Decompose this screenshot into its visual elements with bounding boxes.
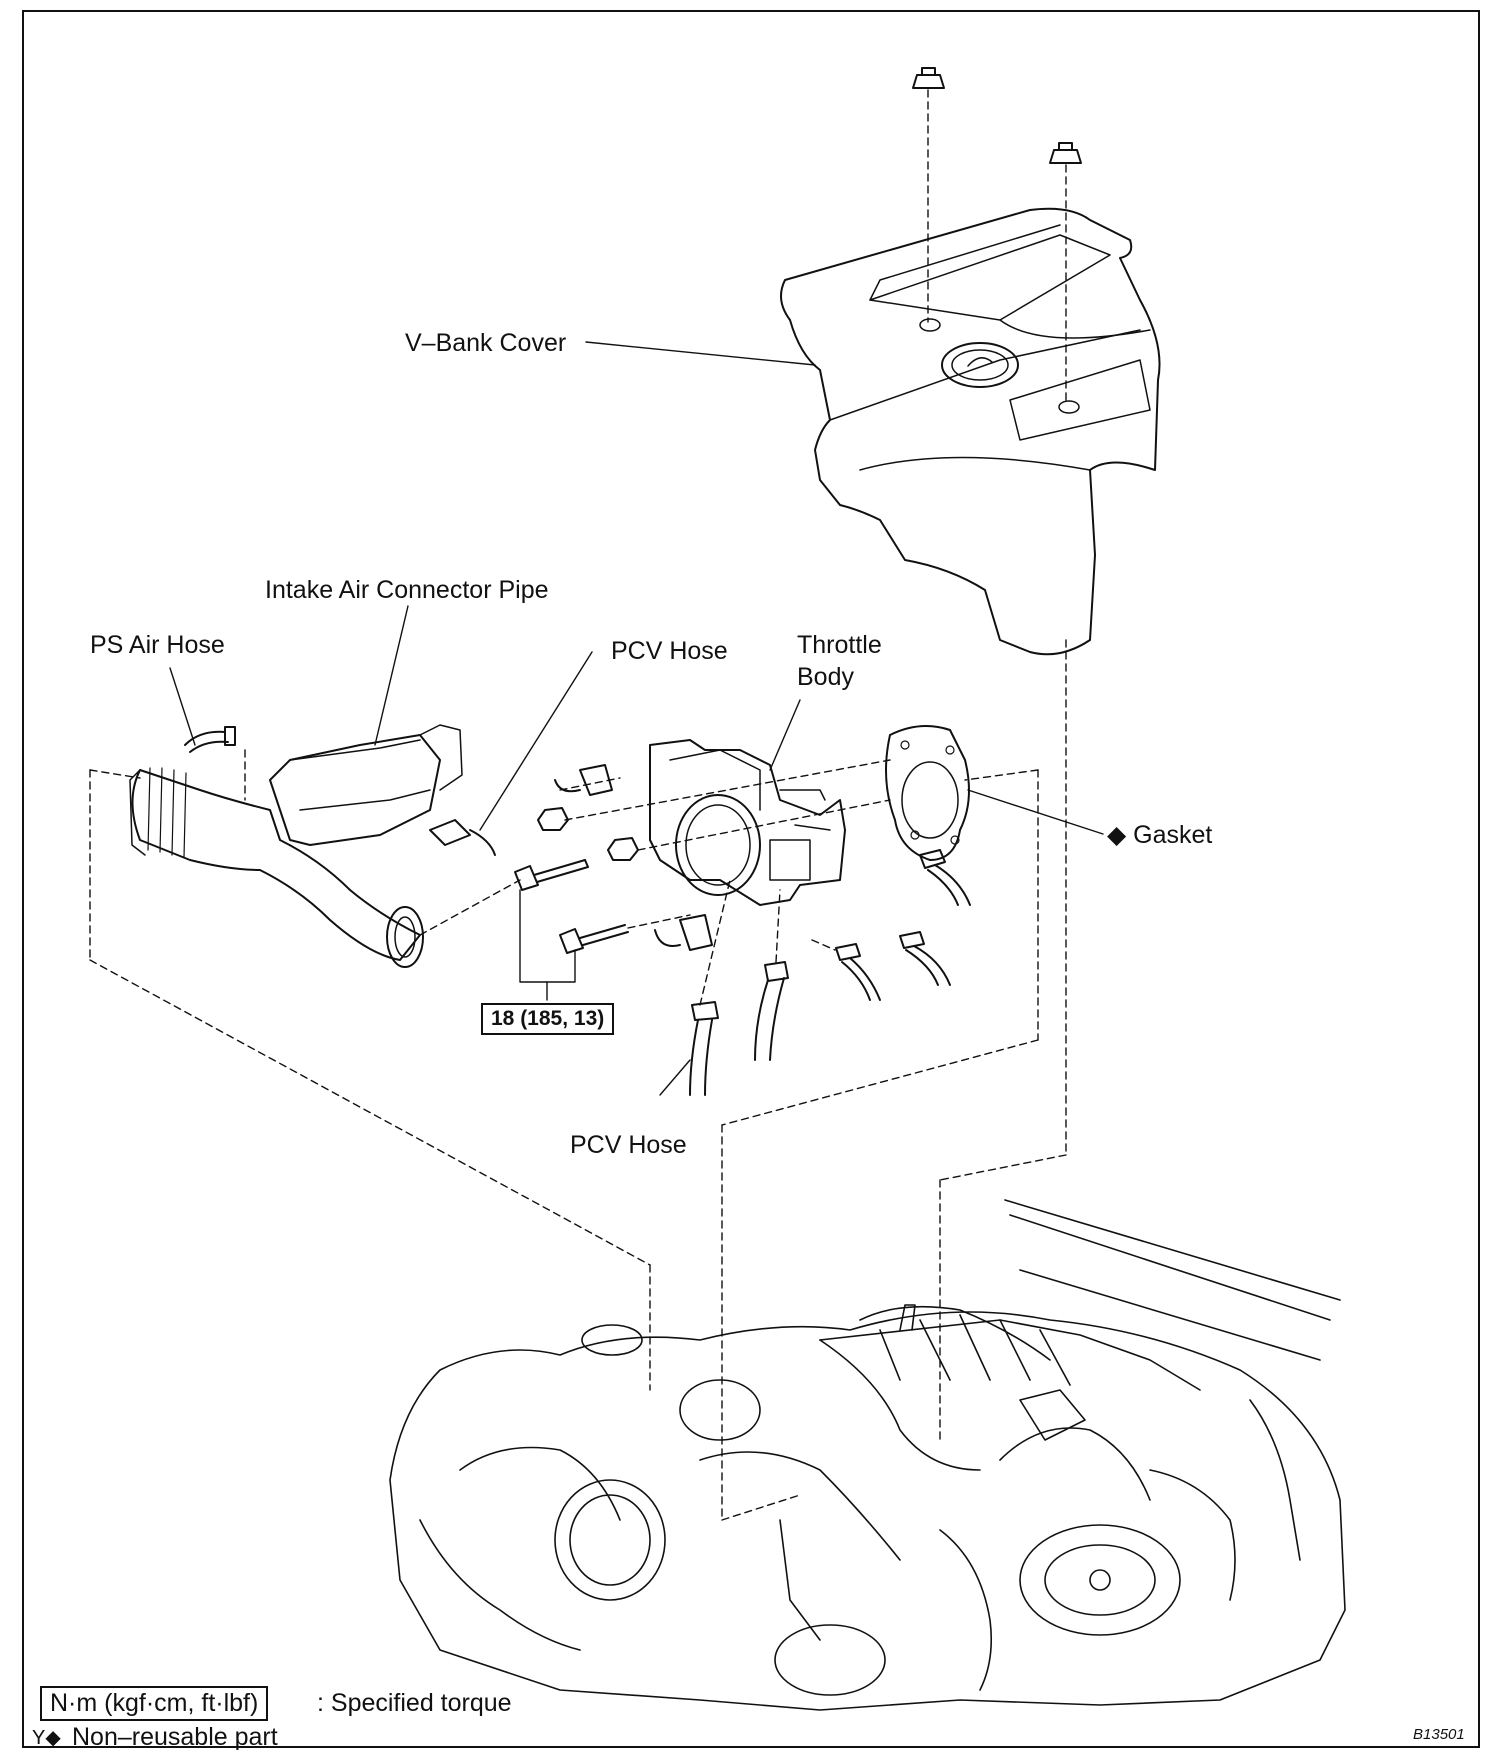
- throttle-body-label-line2: Body: [797, 663, 854, 691]
- intake-air-connector-pipe-label: Intake Air Connector Pipe: [265, 576, 549, 604]
- legend-nonreusable-mark: Y◆: [32, 1727, 61, 1749]
- pcv-hose-upper: [429, 819, 496, 856]
- cover-nut-2: [1049, 142, 1082, 164]
- leader-lines: [169, 341, 1104, 1096]
- pcv-hose-lower: [689, 961, 789, 1096]
- hose-right-lower-2: [899, 931, 951, 986]
- gasket-label: ◆ Gasket: [1107, 821, 1213, 849]
- diagram-frame: [22, 10, 1480, 1748]
- throttle-body-label-line1: Throttle: [797, 631, 882, 659]
- legend-torque-box: N·m (kgf·cm, ft·lbf): [40, 1686, 269, 1721]
- legend-nonreusable-desc: Non–reusable part: [72, 1723, 278, 1751]
- hose-right-lower-1: [835, 943, 881, 1001]
- nut-upper: [537, 807, 569, 831]
- bolt-short: [559, 924, 629, 954]
- connector-plug-lower: [654, 914, 713, 951]
- assembly-guide-lines: [89, 89, 1067, 1521]
- hose-right-upper: [919, 849, 971, 906]
- legend-torque-desc: : Specified torque: [317, 1689, 512, 1717]
- ps-air-hose-label: PS Air Hose: [90, 631, 225, 659]
- cover-nut-1: [912, 67, 945, 89]
- torque-spec-box: 18 (185, 13): [481, 1003, 615, 1035]
- nut-middle: [607, 837, 639, 861]
- ps-air-hose-fitting: [184, 726, 236, 753]
- pcv-hose-upper-label: PCV Hose: [611, 637, 728, 665]
- gasket: [885, 725, 970, 861]
- intake-air-connector-pipe: [129, 724, 463, 968]
- engine-assembly: [389, 1199, 1346, 1711]
- figure-code: B13501: [1413, 1726, 1465, 1743]
- v-bank-cover: [780, 207, 1161, 656]
- bolt-long: [514, 859, 589, 891]
- throttle-body: [649, 739, 846, 906]
- connector-plug-upper: [554, 764, 613, 796]
- v-bank-cover-label: V–Bank Cover: [405, 329, 567, 357]
- pcv-hose-lower-label: PCV Hose: [570, 1131, 687, 1159]
